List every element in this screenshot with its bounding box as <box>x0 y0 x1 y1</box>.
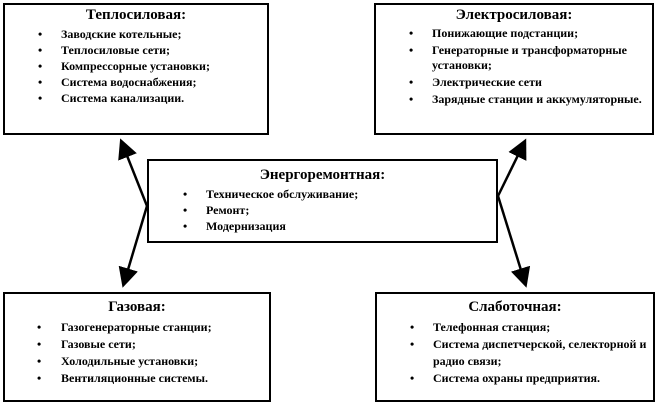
item-text: Модернизация <box>206 219 286 233</box>
bullet-icon: • <box>409 26 414 40</box>
list-item: • Газогенераторные станции; <box>5 319 269 336</box>
item-list: • Понижающие подстанции; • Генераторные и … <box>376 26 652 107</box>
bullet-icon: • <box>410 371 415 385</box>
list-item: • Компрессорные установки; <box>5 58 267 74</box>
list-item: • Понижающие подстанции; <box>376 26 652 41</box>
list-item: • Система охраны предприятия. <box>377 370 653 387</box>
box-slabotochnaya: Слаботочная: • Телефонная станция; • Систе… <box>375 292 655 402</box>
bullet-icon: • <box>410 337 415 351</box>
item-text: Заводские котельные; <box>61 27 182 41</box>
bullet-icon: • <box>37 320 42 334</box>
box-energoremontnaya: Энергоремонтная: • Техническое обслуживан… <box>147 159 498 243</box>
arrow-to-teplo <box>118 138 149 207</box>
bullet-icon: • <box>409 92 414 106</box>
bullet-icon: • <box>37 354 42 368</box>
bullet-icon: • <box>409 75 414 89</box>
list-item: • Ремонт; <box>149 202 496 218</box>
item-text: Холодильные установки; <box>61 354 199 368</box>
list-item: • Система канализации. <box>5 90 267 106</box>
box-elektrosilovaya: Электросиловая: • Понижающие подстанции; … <box>374 3 654 135</box>
list-item: • Вентиляционные системы. <box>5 370 269 387</box>
box-gazovaya: Газовая: • Газогенераторные станции; • Газ… <box>3 292 271 402</box>
item-text: Зарядные станции и аккумуляторные. <box>432 92 642 106</box>
list-item: • Телефонная станция; <box>377 319 653 336</box>
list-item: • Зарядные станции и аккумуляторные. <box>376 92 652 107</box>
arrow-to-slabo <box>496 195 531 288</box>
item-list: • Телефонная станция; • Система диспетчерс… <box>377 319 653 387</box>
box-title: Газовая: <box>108 299 166 315</box>
bullet-icon: • <box>38 75 43 89</box>
list-item: • Электрические сети <box>376 75 652 90</box>
item-list: • Техническое обслуживание; • Ремонт; • Мод… <box>149 186 496 234</box>
box-title: Слаботочная: <box>468 299 562 315</box>
bullet-icon: • <box>183 219 188 233</box>
item-text: Система диспетчерской, селекторной и рад… <box>433 337 647 368</box>
box-title: Энергоремонтная: <box>259 167 386 183</box>
bullet-icon: • <box>37 371 42 385</box>
item-text: Вентиляционные системы. <box>61 371 208 385</box>
item-text: Техническое обслуживание; <box>206 187 359 201</box>
bullet-icon: • <box>183 203 188 217</box>
item-text: Электрические сети <box>432 75 542 89</box>
bullet-icon: • <box>38 27 43 41</box>
item-text: Система водоснабжения; <box>61 75 197 89</box>
item-text: Газовые сети; <box>61 337 136 351</box>
item-list: • Заводские котельные; • Теплосиловые сети… <box>5 26 267 106</box>
item-text: Ремонт; <box>206 203 250 217</box>
list-item: • Холодильные установки; <box>5 353 269 370</box>
box-teplosilovaya: Теплосиловая: • Заводские котельные; • Теп… <box>3 3 269 135</box>
list-item: • Модернизация <box>149 218 496 234</box>
item-text: Теплосиловые сети; <box>61 43 170 57</box>
box-title: Теплосиловая: <box>85 7 187 23</box>
item-list: • Газогенераторные станции; • Газовые сети… <box>5 319 269 387</box>
list-item: • Генераторные и трансформаторные установ… <box>376 43 652 73</box>
bullet-icon: • <box>183 187 188 201</box>
item-text: Понижающие подстанции; <box>432 26 579 40</box>
bullet-icon: • <box>410 320 415 334</box>
item-text: Компрессорные установки; <box>61 59 210 73</box>
list-item: • Система диспетчерской, селекторной и ра… <box>377 336 653 370</box>
list-item: • Техническое обслуживание; <box>149 186 496 202</box>
item-text: Система канализации. <box>61 91 185 105</box>
arrow-to-elektro <box>496 138 527 197</box>
list-item: • Теплосиловые сети; <box>5 42 267 58</box>
list-item: • Заводские котельные; <box>5 26 267 42</box>
bullet-icon: • <box>37 337 42 351</box>
item-text: Телефонная станция; <box>433 320 551 334</box>
item-text: Газогенераторные станции; <box>61 320 212 334</box>
bullet-icon: • <box>38 59 43 73</box>
list-item: • Газовые сети; <box>5 336 269 353</box>
bullet-icon: • <box>38 91 43 105</box>
box-title: Электросиловая: <box>455 7 573 23</box>
list-item: • Система водоснабжения; <box>5 74 267 90</box>
bullet-icon: • <box>38 43 43 57</box>
item-text: Генераторные и трансформаторные установк… <box>432 43 627 72</box>
arrow-to-gaz <box>118 205 149 288</box>
item-text: Система охраны предприятия. <box>433 371 600 385</box>
bullet-icon: • <box>409 43 414 57</box>
